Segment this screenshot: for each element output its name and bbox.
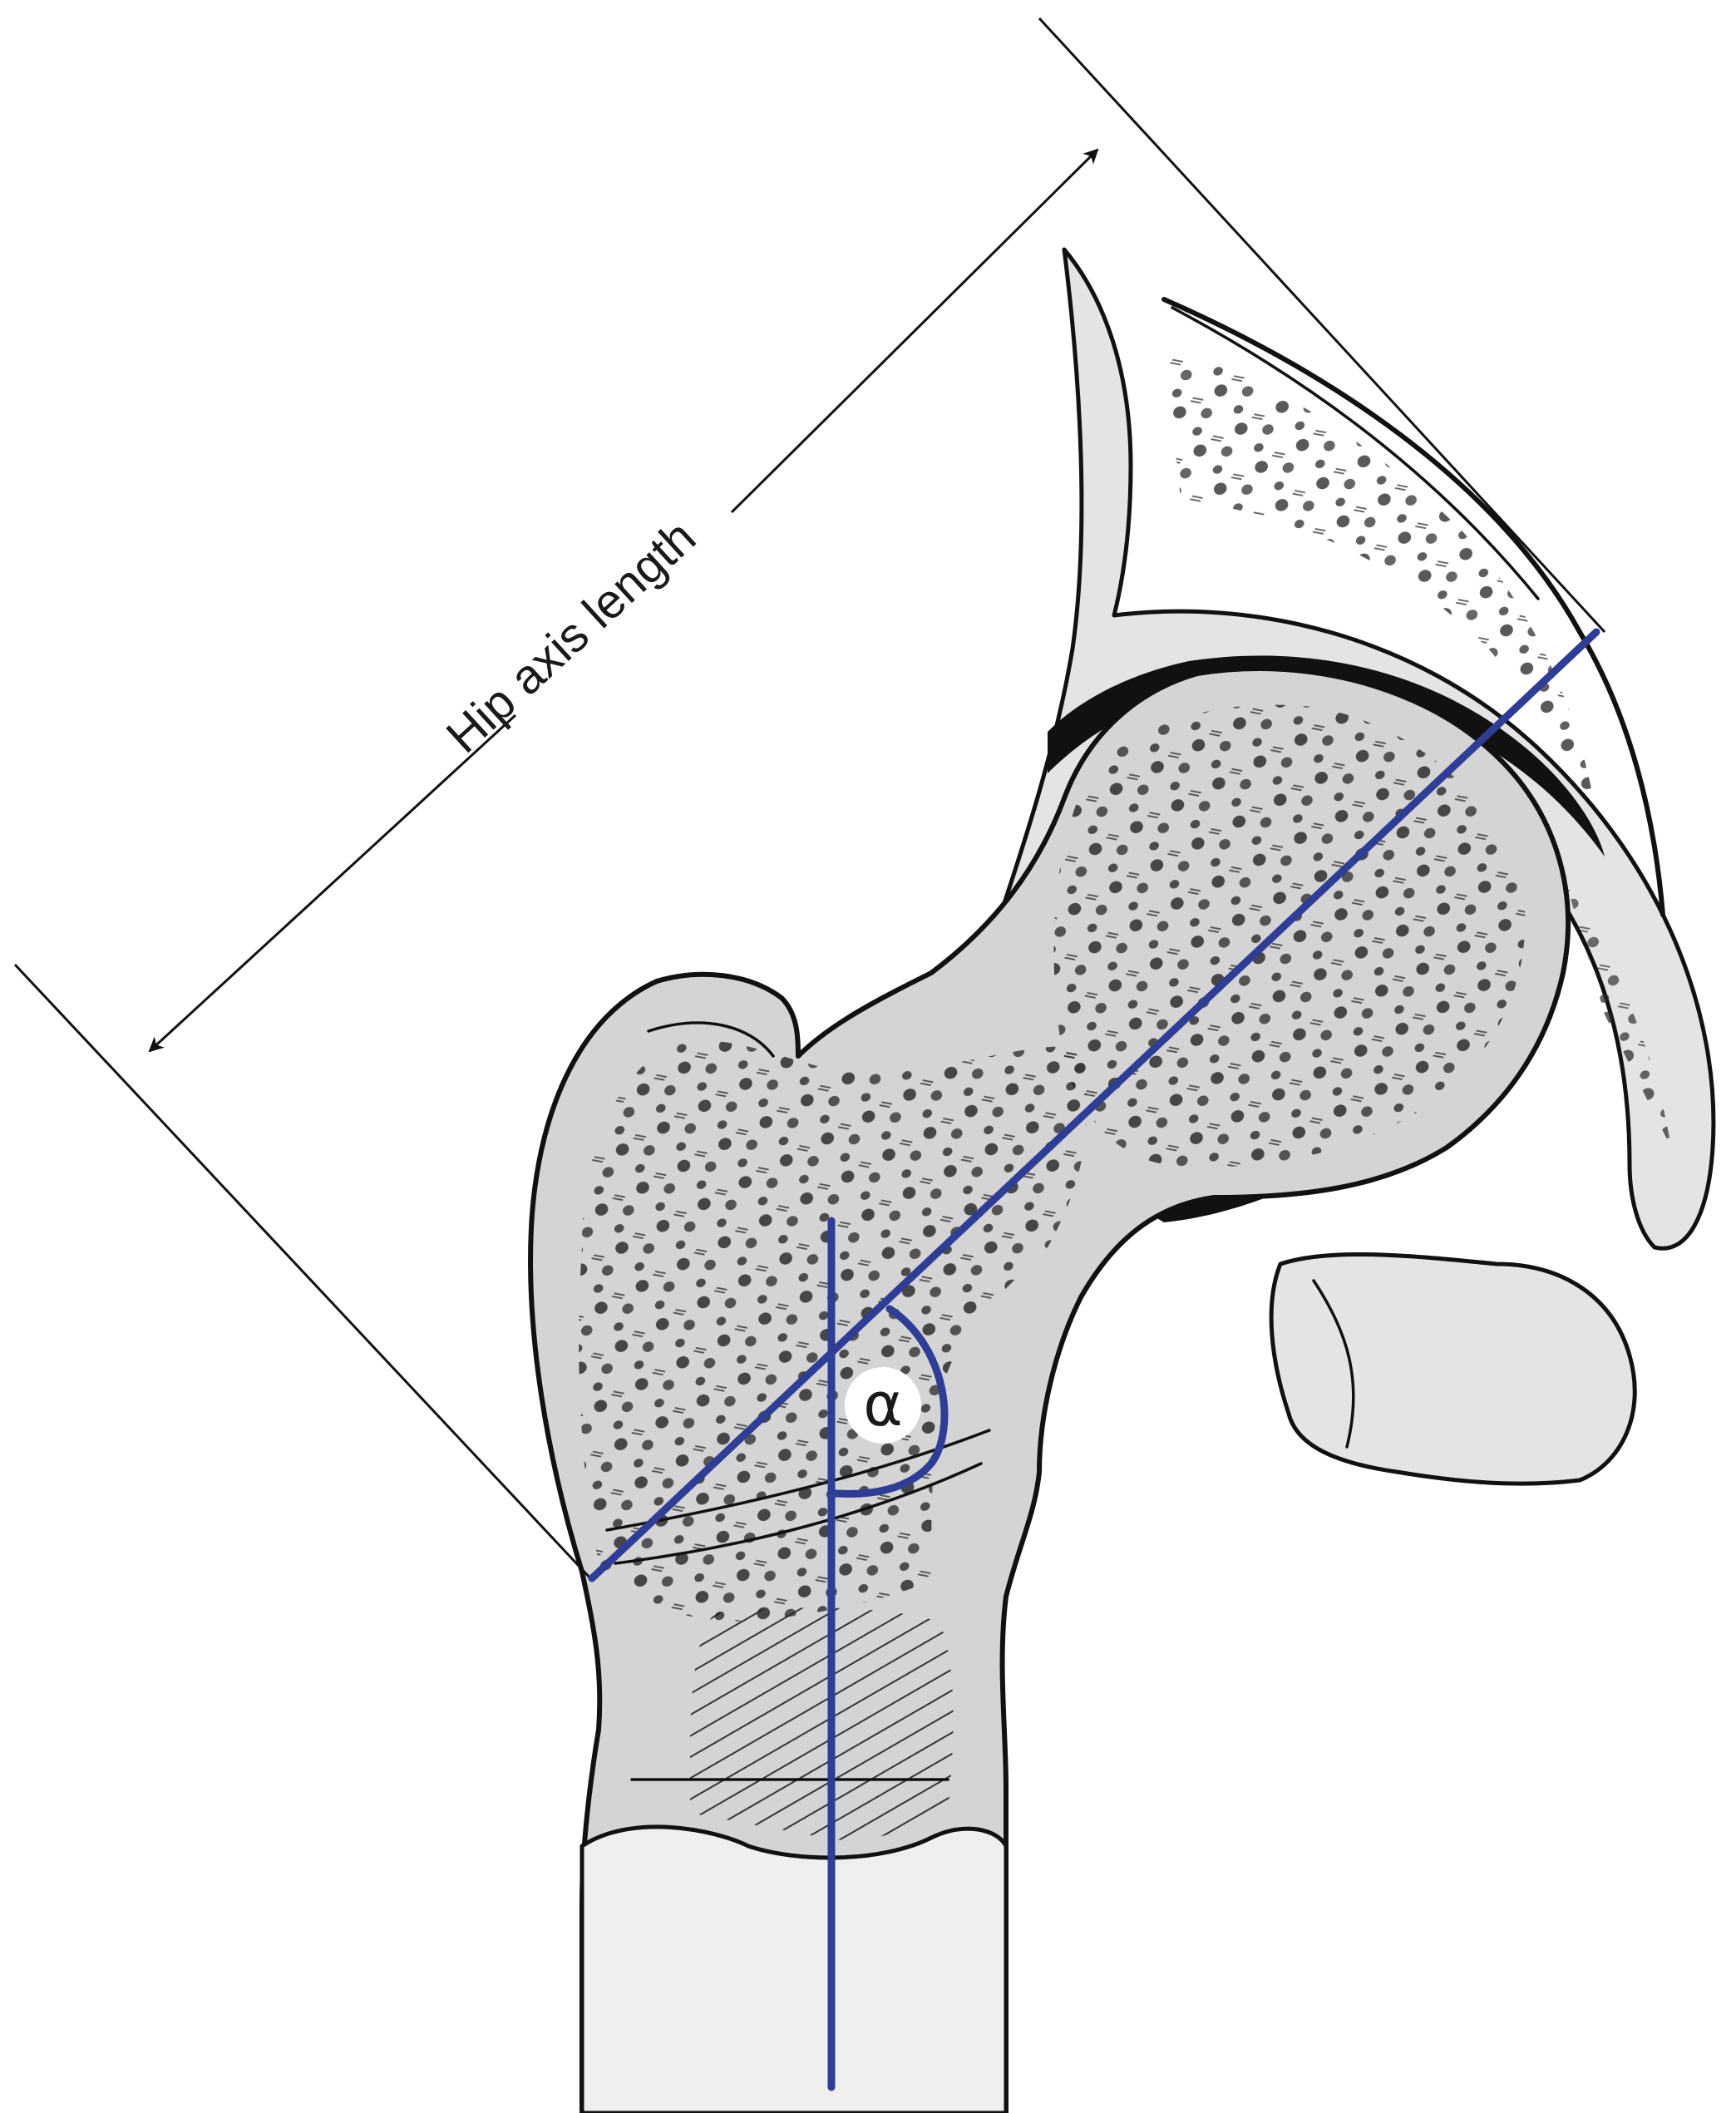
angle-marker: α <box>845 1367 921 1444</box>
angle-alpha-label: α <box>863 1370 902 1439</box>
axis-lines <box>588 628 1600 2091</box>
dimension-arrow-segment-lower <box>148 713 517 1053</box>
dimension-guides <box>13 17 1606 1582</box>
tangent-line-upper <box>1038 17 1606 634</box>
dimension-arrow-segment-upper <box>730 148 1099 514</box>
femur <box>528 666 1571 2113</box>
angle-label-background <box>845 1367 921 1444</box>
lesser-trochanter <box>1269 1252 1637 1486</box>
femoral-neck-axis-line <box>588 628 1600 1582</box>
angle-arc <box>831 1305 949 1498</box>
hip-axis-length-label: Hip axis length <box>436 510 706 763</box>
tangent-line-lower <box>13 963 594 1582</box>
